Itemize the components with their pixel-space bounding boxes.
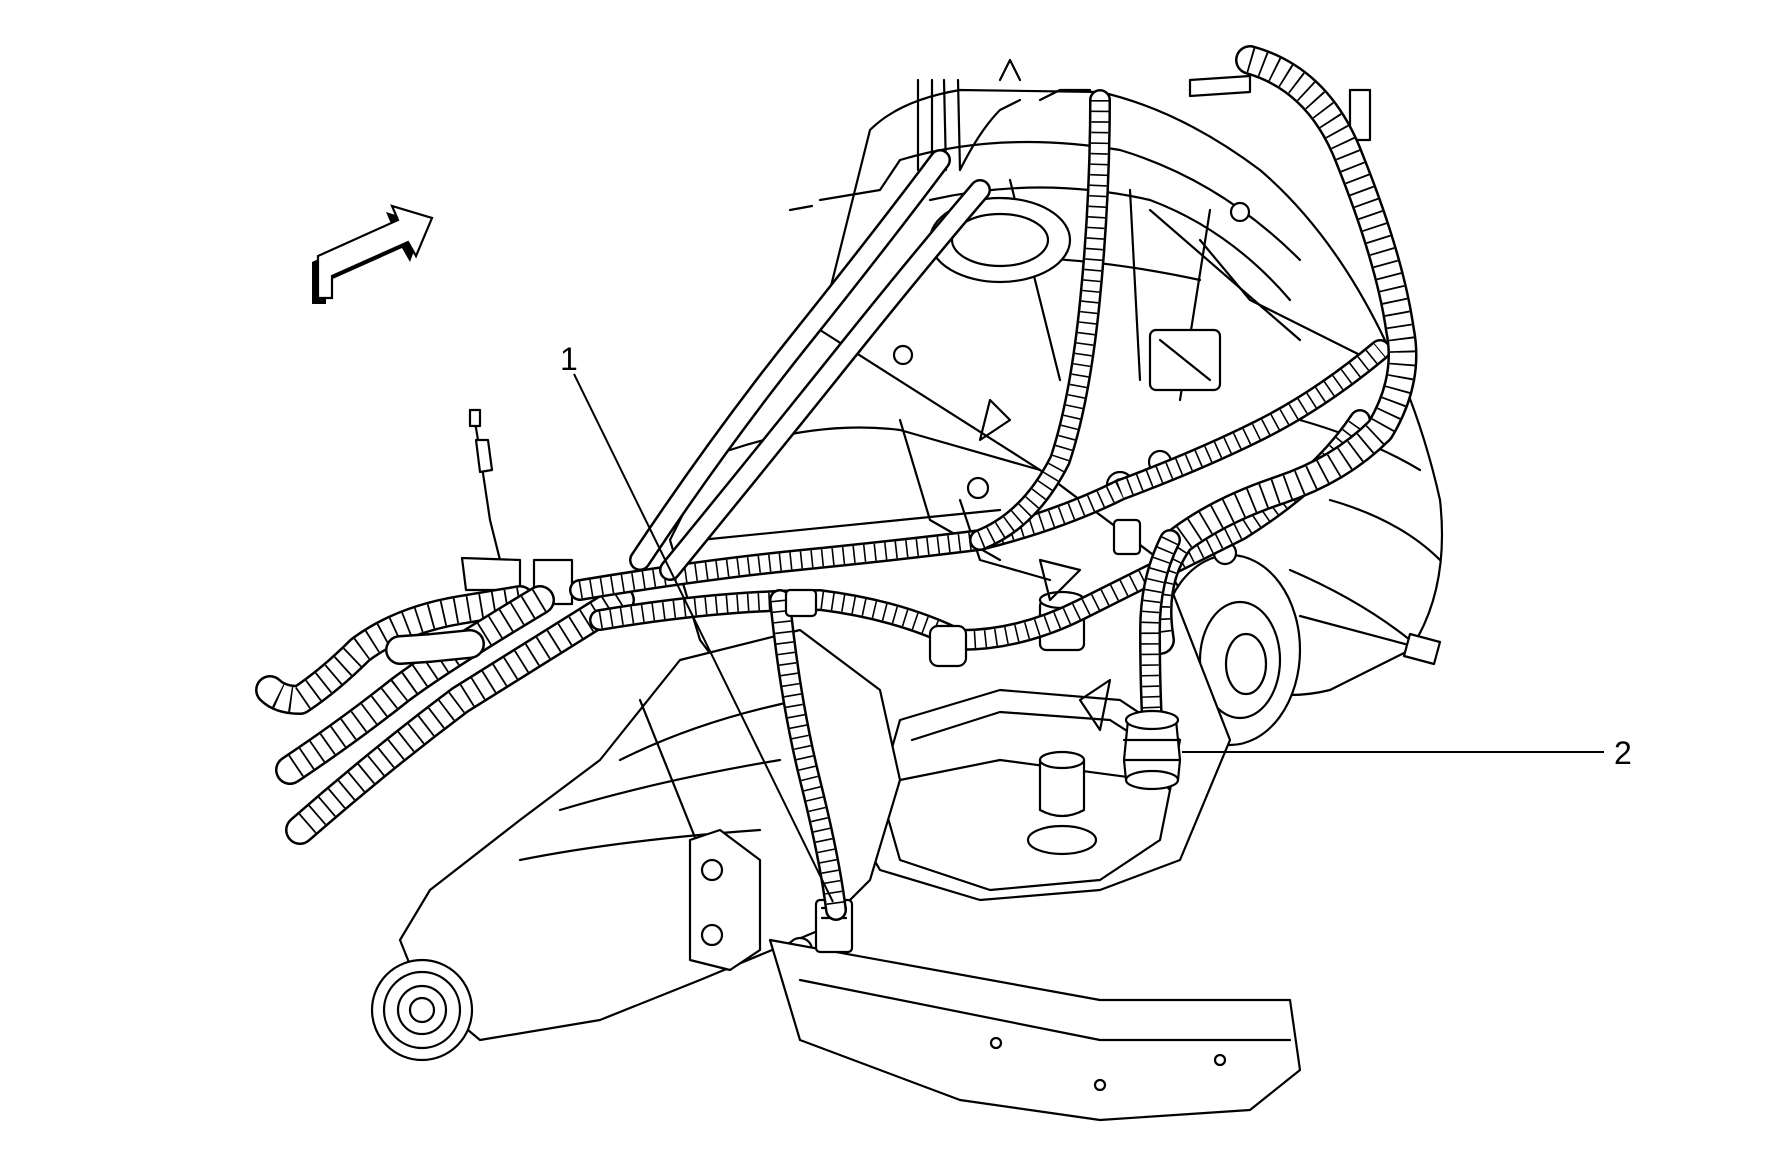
callout-2-label: 2 [1614, 735, 1632, 771]
callout-1-label: 1 [560, 341, 578, 377]
front-direction-arrow-icon [312, 204, 434, 304]
upper-lines [460, 58, 1372, 606]
callout-2: 2 [1182, 735, 1632, 771]
transmission-sensor [1122, 709, 1182, 791]
wiring-harness [255, 45, 1418, 921]
bolt [1298, 614, 1442, 666]
extension-housing [370, 628, 1302, 1122]
callout-1: 1 [560, 341, 834, 903]
